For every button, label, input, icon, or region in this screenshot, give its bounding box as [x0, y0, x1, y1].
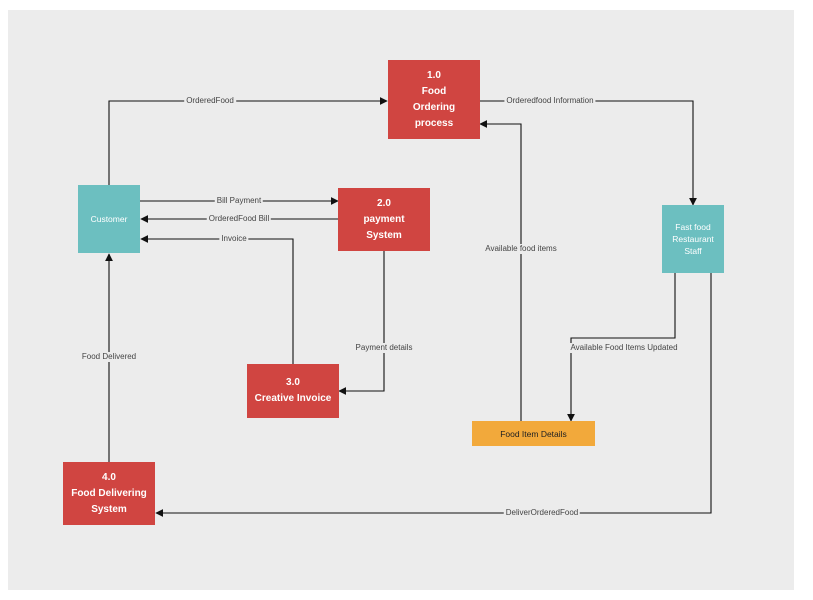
edge-label-food-delivered: Food Delivered	[79, 352, 139, 362]
process-number: 4.0	[102, 471, 116, 483]
process-number: 1.0	[427, 69, 441, 81]
process-label-line: Creative Invoice	[254, 393, 332, 404]
process-label-line: System	[366, 229, 402, 241]
edge-label-deliver-ordered: DeliverOrderedFood	[503, 508, 581, 518]
process-label-line: System	[91, 503, 127, 515]
entity-label-line: Restaurant	[672, 234, 714, 244]
process-label-line: payment	[363, 213, 405, 225]
edge-ordered-food	[108, 97, 388, 185]
entity-label-line: Staff	[684, 246, 702, 256]
edge-label-items-updated: Available Food Items Updated	[568, 343, 680, 353]
edge-label-ordered-bill: OrderedFood Bill	[206, 214, 272, 224]
edge-label-payment-details: Payment details	[353, 343, 415, 353]
edge-payment-details	[338, 251, 385, 395]
process-label-line: Food Delivering	[71, 487, 147, 499]
edge-deliver-ordered	[155, 273, 712, 517]
edge-label-invoice: Invoice	[219, 234, 249, 244]
process-number: 2.0	[377, 197, 391, 209]
edge-items-updated	[567, 273, 676, 422]
datastore-label: Food Item Details	[500, 428, 567, 439]
process-food-delivering[interactable]: 4.0 Food Delivering System	[63, 462, 155, 525]
edge-label-available-items: Available food items	[483, 244, 559, 254]
datastore-food-item-details[interactable]: Food Item Details	[472, 421, 595, 446]
entity-restaurant-staff[interactable]: Fast food Restaurant Staff	[662, 205, 724, 273]
process-number: 3.0	[286, 377, 300, 388]
process-label-line: Food	[421, 85, 447, 97]
process-creative-invoice[interactable]: 3.0 Creative Invoice	[247, 364, 339, 418]
edge-available-items	[479, 120, 522, 421]
edge-label-ordered-info: Orderedfood Information	[504, 96, 596, 106]
process-food-ordering[interactable]: 1.0 Food Ordering process	[388, 60, 480, 139]
process-label-line: Ordering	[412, 101, 456, 113]
edge-label-bill-payment: Bill Payment	[214, 196, 264, 206]
entity-label: Customer	[90, 214, 128, 224]
edge-ordered-info	[480, 100, 697, 206]
entity-customer[interactable]: Customer	[78, 185, 140, 253]
process-label-line: process	[414, 117, 454, 129]
edge-label-ordered-food: OrderedFood	[184, 96, 236, 106]
entity-label-line: Fast food	[675, 222, 711, 232]
process-payment-system[interactable]: 2.0 payment System	[338, 188, 430, 251]
edge-invoice	[140, 235, 294, 364]
